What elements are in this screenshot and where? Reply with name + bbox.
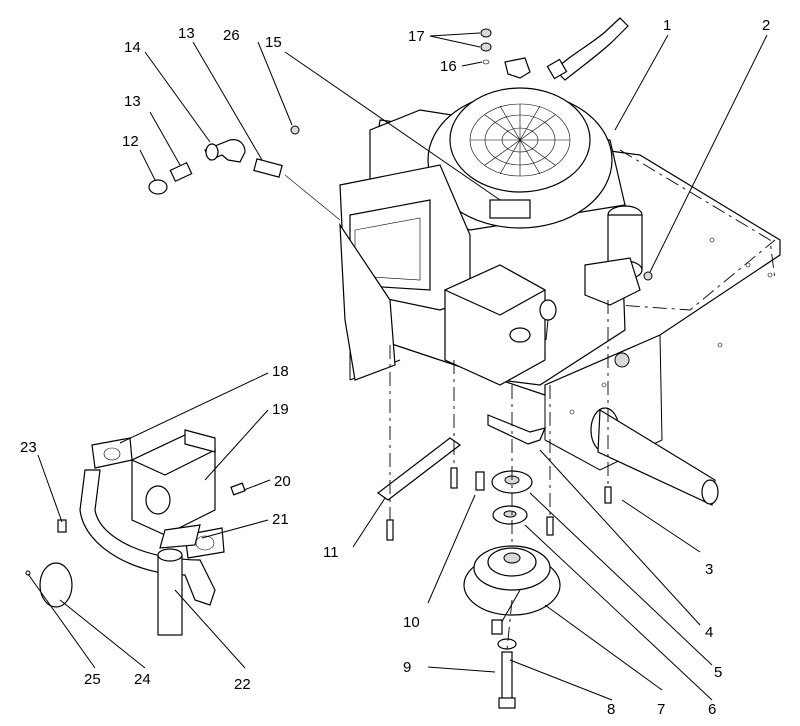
axle-tube [590,352,719,506]
callout-13a: 13 [124,93,141,110]
callout-24: 24 [134,671,151,688]
leader-lines [27,32,768,701]
callout-13b: 13 [178,25,195,42]
callout-labels: 1 2 3 4 5 6 7 8 9 10 11 12 13 13 14 15 1… [20,17,770,718]
callout-26: 26 [223,27,240,44]
callout-23: 23 [20,439,37,456]
callout-22: 22 [234,676,251,693]
oil-drain-fittings [148,139,341,221]
engine-assembly [290,17,653,386]
callout-21: 21 [272,511,289,528]
clutch-and-hardware [376,414,612,709]
callout-12: 12 [122,133,139,150]
callout-18: 18 [272,363,289,380]
nuts-and-washer [480,28,492,65]
callout-15: 15 [265,34,282,51]
callout-3: 3 [705,561,713,578]
callout-9: 9 [403,659,411,676]
callout-10: 10 [403,614,420,631]
callout-25: 25 [84,671,101,688]
callout-20: 20 [274,473,291,490]
engine-grille [469,103,571,177]
callout-8: 8 [607,701,615,718]
callout-17: 17 [408,28,425,45]
callout-1: 1 [663,17,671,34]
callout-11: 11 [323,544,339,561]
callout-6: 6 [708,701,716,718]
oil-filter [584,205,643,306]
callout-5: 5 [714,664,722,681]
assembly-centerlines [389,300,609,651]
muffler-assembly [25,429,246,636]
callout-7: 7 [657,701,665,718]
callout-19: 19 [272,401,289,418]
callout-14: 14 [124,39,141,56]
callout-16: 16 [440,58,457,75]
callout-4: 4 [705,624,713,641]
callout-2: 2 [762,17,770,34]
